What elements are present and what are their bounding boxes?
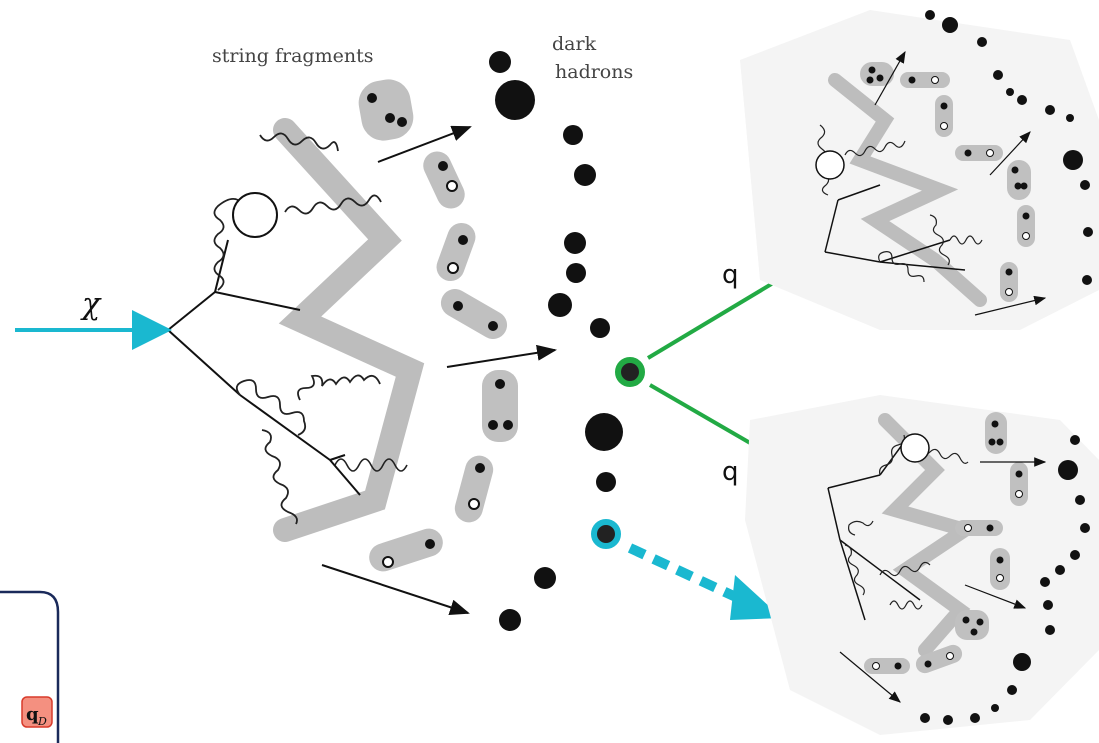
fragment-pill [358,79,414,141]
string-main [273,118,425,542]
dark-hadron-dot-icon [590,318,610,338]
dark-hadron-dot-icon [563,125,583,145]
fragment-pill [440,289,508,339]
photon-wavy-icon [334,458,408,472]
fragment-pill [369,528,443,572]
gluon-coil-icon [235,379,307,436]
string-fragments-label: string fragments [212,45,373,67]
green-highlight-hadron [615,357,645,387]
dark-hadron-dot-icon [564,232,586,254]
cyan-highlight-hadron [591,519,621,549]
gluon-coil-icon [919,448,969,464]
main-shower [167,118,425,542]
fragment-pill [436,222,476,282]
q-label-upper: q [722,260,739,290]
dark-hadron-dot-icon [499,609,521,631]
q-dark-subscript: D [37,715,47,728]
gluon-coil-icon [259,132,339,152]
arrow-upper [377,125,472,163]
gluon-coil-icon [844,544,865,596]
dark-hadron-dot-icon [495,80,535,120]
gluon-coil-icon [879,561,931,577]
gluon-coil-icon [844,140,906,157]
gluon-coil-icon [848,520,874,536]
sub-shower-lower [745,395,1099,735]
dark-hadron-dot-icon [566,263,586,283]
gluon-coil-icon [929,214,950,266]
q-dark-label: q [26,704,39,725]
dark-hadron-dot-icon [574,164,596,186]
q-label-lower: q [722,457,739,487]
gluon-coil-icon [284,194,382,215]
string-fragments [358,79,518,572]
dark-hadron-dot-icon [534,567,556,589]
fragment-pill [454,455,494,523]
arrow-middle [446,344,557,368]
loop-circle [232,192,278,238]
arrow-lower [321,564,470,615]
gluon-coil-icon [297,374,381,401]
dark-hadron-dot-icon [596,472,616,492]
dark-hadrons-label-1: dark [552,33,597,55]
fragment-pill [423,151,465,209]
loop-circle [815,150,845,180]
photon-wavy-icon [889,600,923,610]
dark-hadrons [489,51,623,631]
dark-hadron-dot-icon [489,51,511,73]
q-dark-badge [21,696,53,728]
partial-legend-box: q D [0,590,60,743]
sub-shower-upper [740,10,1099,330]
loop-circle [900,433,930,463]
gluon-coil-icon [261,429,298,525]
photon-wavy-icon [949,235,983,245]
dark-hadron-dot-icon [548,293,572,317]
invisible-particle-arrow [627,543,741,603]
gluon-coil-icon [213,197,239,291]
dark-hadrons-label-2: hadrons [555,61,633,83]
dark-hadron-dot-icon [585,413,623,451]
gluon-coil-icon [878,251,925,283]
chi-label: χ [80,287,102,322]
